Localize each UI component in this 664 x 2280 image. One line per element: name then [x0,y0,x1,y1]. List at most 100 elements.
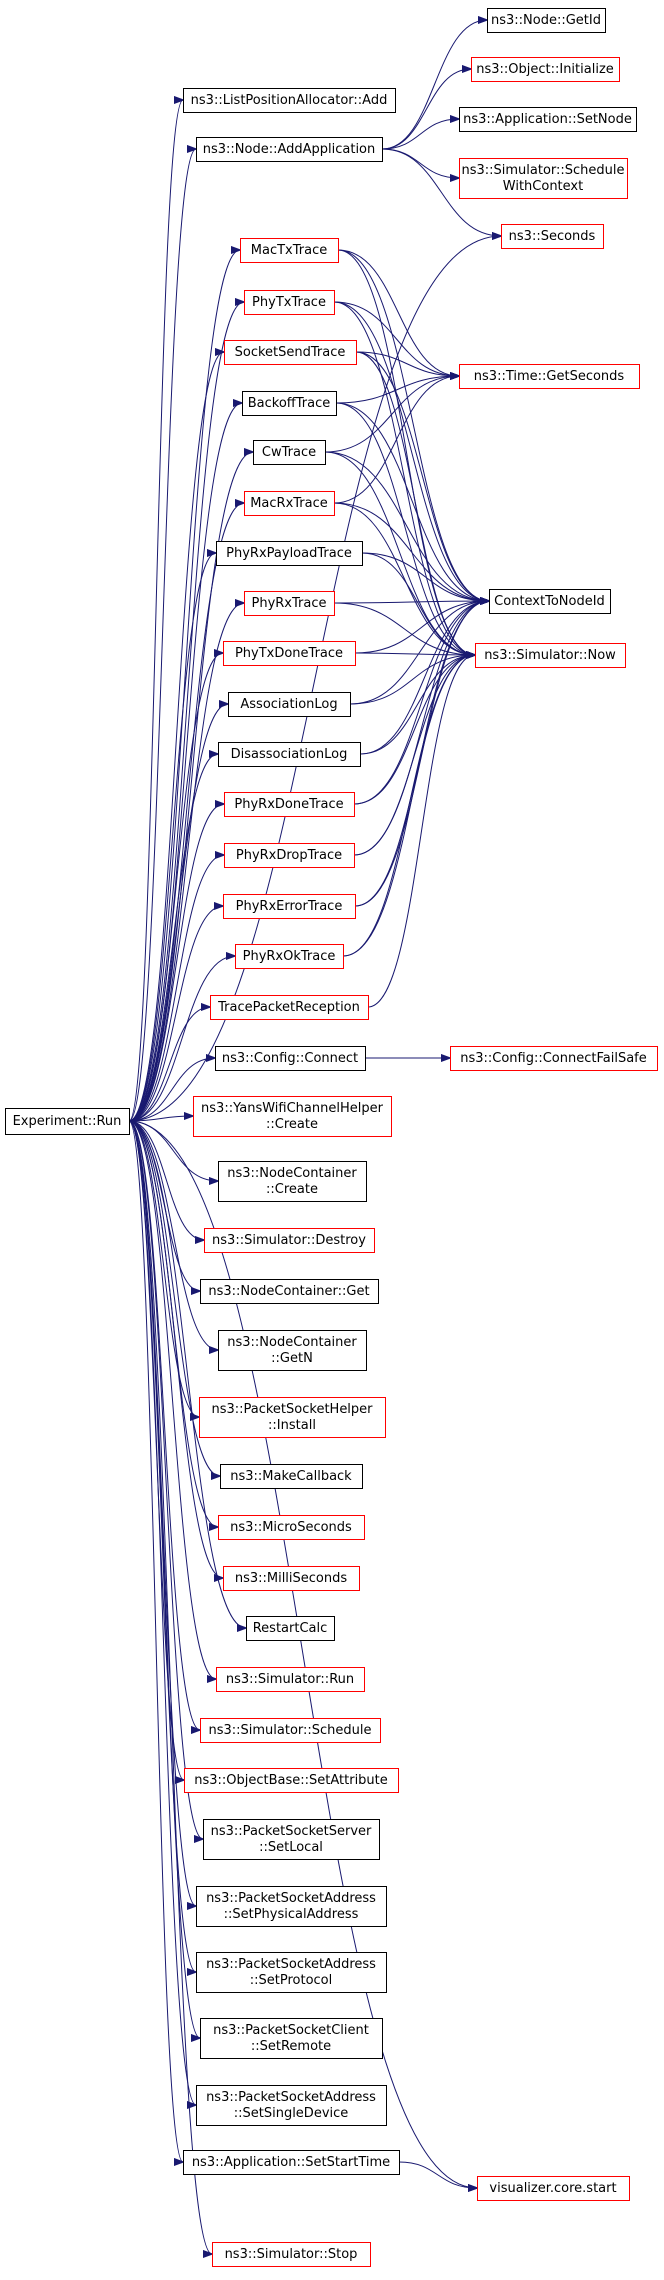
edge-root-to-socksend [128,352,224,1122]
node-pscsetremote[interactable]: ns3::PacketSocketClient::SetRemote [200,2018,383,2059]
edge-root-to-addapp [128,149,196,1122]
node-label: ::SetLocal [259,1840,323,1855]
node-simstop[interactable]: ns3::Simulator::Stop [212,2242,371,2267]
node-psasetsingle[interactable]: ns3::PacketSocketAddress::SetSingleDevic… [196,2085,387,2126]
node-mactx[interactable]: MacTxTrace [240,238,339,263]
node-micro[interactable]: ns3::MicroSeconds [218,1515,365,1540]
edge-root-to-seconds [128,236,501,1122]
node-phyrx[interactable]: PhyRxTrace [244,591,335,616]
edge-root-to-phyrx [128,603,244,1122]
node-psasetproto[interactable]: ns3::PacketSocketAddress::SetProtocol [196,1952,387,1993]
node-tracepkt[interactable]: TracePacketReception [210,995,369,1020]
edge-appstart-to-vizstart [398,2161,477,2188]
node-phytxdone[interactable]: PhyTxDoneTrace [223,641,356,666]
edge-phyrxdrop-to-simnow [353,655,475,856]
node-macrx[interactable]: MacRxTrace [244,491,335,516]
edge-cw-to-simnow [324,451,475,655]
edge-root-to-milli [128,1120,223,1578]
node-label: PhyRxPayloadTrace [226,546,352,561]
node-yans[interactable]: ns3::YansWifiChannelHelper::Create [193,1096,392,1137]
node-nccreate[interactable]: ns3::NodeContainer::Create [218,1161,367,1202]
node-box [204,1228,375,1253]
node-box [489,589,611,614]
node-box [196,1886,387,1927]
node-seconds[interactable]: ns3::Seconds [501,224,604,249]
node-label: ns3::Node::GetId [491,13,601,28]
node-label: PhyRxDoneTrace [234,797,343,812]
node-label: ns3::YansWifiChannelHelper [201,1101,384,1116]
node-box [450,1046,658,1071]
node-box [216,541,363,566]
edge-root-to-phyrxpayload [128,553,216,1122]
edge-phytx-to-simnow [333,301,475,655]
node-simsched[interactable]: ns3::Simulator::Schedule [200,1718,381,1743]
node-psasetphys[interactable]: ns3::PacketSocketAddress::SetPhysicalAdd… [196,1886,387,1927]
node-label: ContextToNodeId [494,594,605,609]
node-phytx[interactable]: PhyTxTrace [244,290,335,315]
node-label: ns3::PacketSocketClient [213,2023,369,2038]
node-label: PhyRxDropTrace [236,848,342,863]
node-objinit[interactable]: ns3::Object::Initialize [471,57,620,82]
node-root[interactable]: Experiment::Run [5,1108,130,1135]
node-addapp[interactable]: ns3::Node::AddApplication [196,137,383,162]
edge-root-to-ncgetn [128,1120,218,1350]
node-disassoc[interactable]: DisassociationLog [218,742,361,767]
node-milli[interactable]: ns3::MilliSeconds [223,1566,360,1591]
edge-root-to-phytxdone [128,653,223,1122]
node-assoc[interactable]: AssociationLog [228,692,351,717]
edge-backoff-to-simnow [335,402,475,655]
node-ncget[interactable]: ns3::NodeContainer::Get [200,1279,379,1304]
node-label: MacRxTrace [250,496,328,511]
edge-phyrxdone-to-ctxnode [353,601,489,805]
node-label: ns3::PacketSocketHelper [211,1402,373,1417]
node-ncgetn[interactable]: ns3::NodeContainer::GetN [218,1330,367,1371]
node-label: ns3::PacketSocketAddress [206,2090,376,2105]
node-pssetlocal[interactable]: ns3::PacketSocketServer::SetLocal [203,1819,380,1860]
node-box [224,340,357,365]
node-box [228,692,351,717]
node-phyrxdrop[interactable]: PhyRxDropTrace [224,843,355,868]
node-socksend[interactable]: SocketSendTrace [224,340,357,365]
node-box [216,1667,365,1692]
node-appstart[interactable]: ns3::Application::SetStartTime [183,2150,400,2175]
node-setattr[interactable]: ns3::ObjectBase::SetAttribute [184,1768,399,1793]
edge-root-to-appstart [128,1120,183,2162]
node-simdestroy[interactable]: ns3::Simulator::Destroy [204,1228,375,1253]
edge-phytx-to-ctxnode [333,301,489,601]
node-phyrxok[interactable]: PhyRxOkTrace [235,944,344,969]
node-pshinstall[interactable]: ns3::PacketSocketHelper::Install [199,1397,386,1438]
edge-backoff-to-getseconds [335,376,459,404]
node-vizstart[interactable]: visualizer.core.start [477,2176,630,2201]
node-phyrxdone[interactable]: PhyRxDoneTrace [224,792,355,817]
node-simnow[interactable]: ns3::Simulator::Now [475,643,626,668]
node-box [193,1096,392,1137]
node-phyrxpayload[interactable]: PhyRxPayloadTrace [216,541,363,566]
node-cw[interactable]: CwTrace [253,440,326,465]
edge-root-to-disassoc [128,754,218,1122]
node-getid[interactable]: ns3::Node::GetId [487,8,606,33]
edge-phyrxpayload-to-ctxnode [361,552,489,601]
edge-root-to-simstop [128,1120,212,2254]
node-box [200,1279,379,1304]
node-box [196,1952,387,1993]
node-getseconds[interactable]: ns3::Time::GetSeconds [459,364,640,389]
edge-root-to-mactx [128,250,240,1122]
node-restart[interactable]: RestartCalc [246,1616,335,1641]
node-label: ns3::PacketSocketServer [211,1824,372,1839]
node-label: ns3::Simulator::Stop [225,2247,358,2262]
node-backoff[interactable]: BackoffTrace [242,391,337,416]
node-simrun[interactable]: ns3::Simulator::Run [216,1667,365,1692]
node-phyrxerr[interactable]: PhyRxErrorTrace [223,894,356,919]
node-ctxnode[interactable]: ContextToNodeId [489,589,611,614]
node-makecb[interactable]: ns3::MakeCallback [220,1464,363,1489]
node-listpos[interactable]: ns3::ListPositionAllocator::Add [183,88,396,113]
node-label: ns3::MilliSeconds [235,1571,348,1586]
edge-socksend-to-ctxnode [355,351,489,601]
edge-macrx-to-getseconds [333,376,459,504]
node-appsetnode[interactable]: ns3::Application::SetNode [459,107,637,132]
node-cfgfailsafe[interactable]: ns3::Config::ConnectFailSafe [450,1046,658,1071]
node-box [501,224,604,249]
node-cfgconnect[interactable]: ns3::Config::Connect [215,1046,366,1071]
